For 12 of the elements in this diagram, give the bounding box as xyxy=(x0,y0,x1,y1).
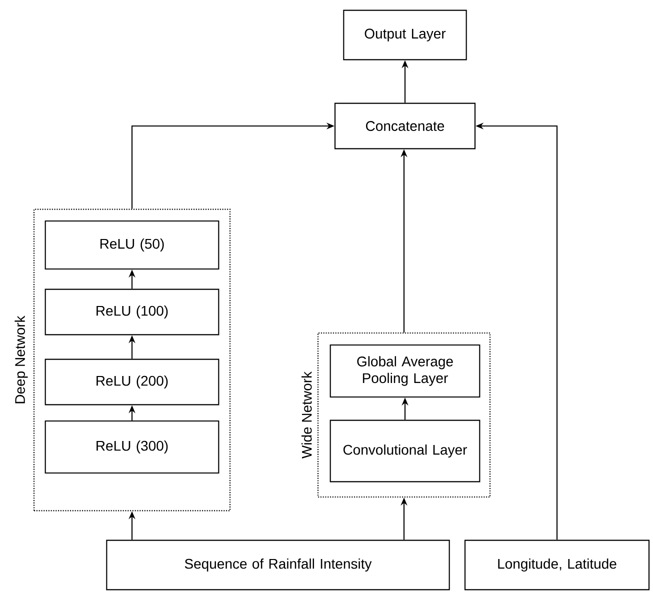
layer-box: Output Layer xyxy=(343,10,467,60)
node-label: Wide Network xyxy=(301,371,312,459)
layer-box: ReLU (200) xyxy=(44,358,220,406)
node-label: Deep Network xyxy=(14,316,28,404)
layer-box: Concatenate xyxy=(334,102,476,150)
layer-box: ReLU (50) xyxy=(44,220,220,270)
layer-box: ReLU (100) xyxy=(44,288,220,336)
layer-box: Longitude, Latitude xyxy=(464,540,650,590)
layer-box: ReLU (300) xyxy=(44,420,220,474)
layer-box: Convolutional Layer xyxy=(330,420,480,482)
layer-box: Global Average Pooling Layer xyxy=(330,344,480,398)
layer-box: Sequence of Rainfall Intensity xyxy=(106,540,450,590)
